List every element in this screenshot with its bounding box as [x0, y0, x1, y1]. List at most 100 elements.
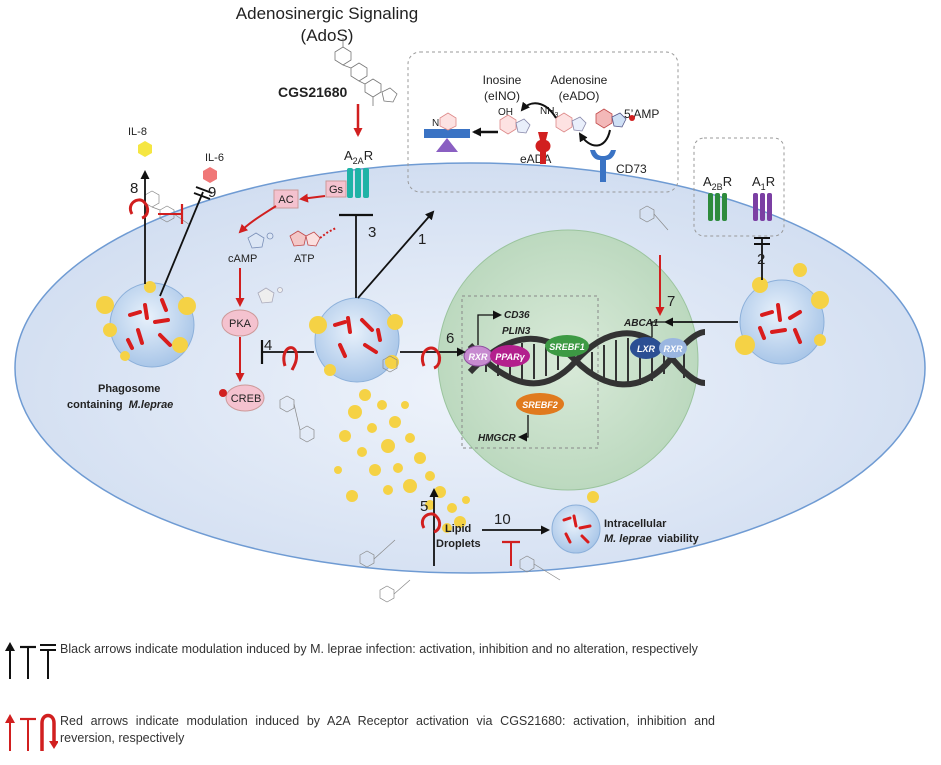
cgs21680-molecule-scatter-icon [144, 190, 669, 603]
ppar-node [490, 345, 530, 367]
srebf2-node [516, 393, 564, 415]
a2a-receptor [347, 168, 369, 198]
adenosine-abbr: (eADO) [559, 89, 600, 103]
lxr-label: LXR [637, 344, 656, 354]
atp-molecule-icon [289, 230, 321, 247]
pka-label: PKA [229, 318, 252, 330]
a2a-label: A2AR [344, 148, 373, 166]
step9-bar-b [193, 192, 211, 200]
rxr2-label: RXR [663, 344, 683, 354]
extracellular-box [407, 51, 679, 193]
ppar-transcription-bracket [477, 310, 502, 345]
ac-label: AC [278, 194, 293, 206]
nucleus-inner-box [461, 295, 599, 449]
cd73-enzyme-icon [590, 150, 616, 182]
camp-molecule-icon [247, 232, 274, 249]
creb-phosphate-icon [219, 389, 227, 397]
creb-node [225, 384, 265, 412]
atp-label: ATP [294, 253, 315, 265]
step-4: 4 [264, 337, 272, 354]
rxr-label: RXR [468, 352, 488, 362]
step-6: 6 [446, 330, 454, 347]
abca1-label: ABCA1 [623, 318, 659, 329]
legend-red-text: Red arrows indicate modulation induced b… [60, 714, 715, 745]
inosine-molecule-icon [499, 114, 531, 135]
phagosome-label: Phagosome containing M.leprae [67, 383, 173, 411]
atp-phosphate-chain [319, 227, 337, 239]
legend-black-arrow-icons [5, 642, 56, 679]
cd36-label: CD36 [504, 310, 530, 321]
step-3: 3 [368, 224, 376, 241]
hmgcr-label: HMGCR [478, 433, 517, 444]
step-5: 5 [420, 498, 428, 515]
phagosome-center [309, 297, 403, 383]
step9-bar-a [195, 186, 213, 194]
ac-to-camp-arrow [238, 205, 277, 234]
srebf1-node [545, 335, 589, 357]
inosine-label: Inosine [483, 73, 522, 87]
plin3-label: PLIN3 [502, 326, 531, 337]
il6-label: IL-6 [205, 152, 224, 164]
a1-receptor [753, 193, 772, 221]
lxr-transcription-bracket [651, 321, 666, 337]
dna-helix [467, 329, 706, 388]
phagosome-right [735, 263, 829, 365]
gs-label: Gs [329, 184, 344, 196]
legend-black: Black arrows indicate modulation induced… [0, 641, 720, 699]
lxr-node [630, 337, 662, 359]
phagosome-left [96, 281, 196, 368]
step9-line [159, 191, 204, 297]
legend-red-arrow-icons [5, 713, 58, 751]
step-7: 7 [667, 293, 675, 310]
ac-box [273, 189, 299, 209]
srebf1-label: SREBF1 [549, 342, 585, 352]
diagram-subtitle: (AdoS) [301, 26, 354, 45]
step-10: 10 [494, 511, 511, 528]
step5-reversion-icon [421, 512, 442, 534]
srebf2-transcription-bracket [518, 415, 529, 442]
viability-vesicle [551, 491, 601, 554]
step-9: 9 [208, 184, 216, 201]
adenosine-molecule-icon [555, 112, 587, 133]
step-8: 8 [130, 180, 138, 197]
step1-arrow [357, 210, 435, 299]
cd73-label: CD73 [616, 162, 647, 176]
legend-black-text: Black arrows indicate modulation induced… [60, 642, 698, 656]
a2b-receptor [708, 193, 727, 221]
gs-to-ac-arrow [299, 193, 326, 203]
camp-label: cAMP [228, 253, 257, 265]
adenosine-label: Adenosine [551, 73, 608, 87]
creb-label: CREB [231, 393, 262, 405]
il6-hexagon-icon [203, 167, 217, 183]
lipid-droplets-label: Lipid Droplets [436, 523, 481, 550]
gs-box [325, 180, 347, 198]
nucleus [437, 229, 699, 491]
step6-reversion-icon [421, 346, 442, 370]
eada-enzyme-icon [535, 132, 551, 164]
step-2: 2 [757, 251, 765, 268]
rxr2-node [659, 338, 687, 358]
a2b-label: A2BR [703, 174, 732, 192]
viability-label: Intracellular M. leprae viability [604, 518, 700, 545]
nh3-label-adenosine: NH3 [540, 106, 558, 119]
oh-label: OH [498, 107, 513, 118]
amp-molecule-icon [595, 108, 635, 129]
a1-label: A1R [752, 174, 775, 192]
adenosine-receptor-bound-icon [424, 112, 470, 152]
il8-label: IL-8 [128, 126, 147, 138]
inosine-abbr: (eINO) [484, 89, 520, 103]
legend-red: Red arrows indicate modulation induced b… [0, 713, 720, 765]
ppar-label: PPARγ [495, 352, 525, 362]
step8-reversion-icon [129, 198, 150, 220]
diagram-title: Adenosinergic Signaling [236, 4, 418, 23]
adenosine-to-inosine-arrow [520, 101, 557, 119]
cgs21680-molecule-icon [334, 38, 398, 106]
step4-reversion-icon [282, 346, 298, 371]
cgs21680-label: CGS21680 [278, 84, 347, 100]
pka-node [221, 309, 259, 337]
pka-molecule-icon [257, 287, 283, 304]
amp-to-adenosine-arrow [578, 129, 611, 147]
srebf2-label: SREBF2 [522, 400, 558, 410]
il8-hexagon-icon [138, 141, 152, 157]
